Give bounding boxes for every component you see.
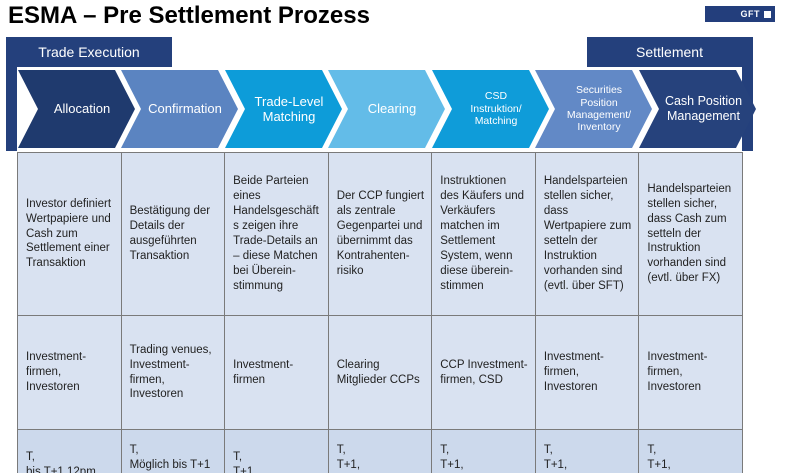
table-cell: Clearing Mitglieder CCPs (327, 315, 433, 430)
chevron-clearing-label: Clearing (367, 101, 417, 117)
phase-bar-trade-execution: Trade Execution (6, 37, 172, 67)
table-cell: T, T+1, T+2 (431, 429, 536, 473)
table-cell: Investment-firmen (224, 315, 329, 430)
chevron-csd-instruktion-matching: CSD Instruktion/ Matching (432, 70, 549, 148)
table-cell: T, T+1 (224, 429, 329, 473)
trade-execution-left-stripe (6, 37, 17, 151)
table-cell: Instruktionen des Käufers und Verkäufers… (431, 152, 536, 316)
gft-logo-text: GFT (740, 9, 760, 19)
chevron-csd-instruktion-matching-label: CSD Instruktion/ Matching (470, 90, 522, 128)
table-cell: Investment-firmen, Investoren (638, 315, 743, 430)
table-cell: Investment-firmen, Investoren (17, 315, 122, 430)
table-cell: T, T+1, T+2 (638, 429, 743, 473)
chevron-trade-level-matching-label: Trade-Level Matching (254, 93, 324, 124)
phase-bar-settlement: Settlement (587, 37, 752, 67)
table-cell: T, T+1, T+2 (534, 429, 640, 473)
table-cell: Trading venues, Investment-firmen, Inves… (120, 315, 226, 430)
table-cell: T, T+1, T+2 (327, 429, 433, 473)
chevron-confirmation-label: Confirmation (148, 101, 222, 117)
chevron-cash-position-management-label: Cash Position Management (664, 94, 743, 123)
table-cell: T, bis T+1 12pm (17, 429, 122, 473)
table-row-description: Investor definiert Wertpapiere und Cash … (17, 152, 743, 316)
phase-bar-settlement-label: Settlement (636, 44, 703, 60)
table-row-actors: Investment-firmen, Investoren Trading ve… (17, 315, 743, 430)
chevron-trade-level-matching: Trade-Level Matching (225, 70, 342, 148)
chevron-allocation-label: Allocation (53, 101, 111, 117)
chevron-clearing: Clearing (328, 70, 445, 148)
table-cell: Der CCP fungiert als zentrale Gegenparte… (327, 152, 433, 316)
gft-logo: GFT (705, 6, 775, 22)
chevron-cash-position-management: Cash Position Management (639, 70, 756, 148)
gft-logo-square-icon (764, 10, 771, 18)
chevron-allocation: Allocation (18, 70, 135, 148)
process-table: Investor definiert Wertpapiere und Cash … (17, 152, 743, 473)
table-cell: Beide Parteien eines Handelsgeschäfts ze… (224, 152, 329, 316)
chevron-confirmation: Confirmation (121, 70, 238, 148)
table-cell: Handelsparteien stellen sicher, dass Cas… (638, 152, 743, 316)
chevron-securities-position-management-label: Securities Position Management/ Inventor… (566, 84, 632, 134)
table-cell: T, Möglich bis T+1 12pm (120, 429, 226, 473)
table-cell: Handelsparteien stellen sicher, dass Wer… (534, 152, 640, 316)
table-cell: Investor definiert Wertpapiere und Cash … (17, 152, 122, 316)
table-cell: Bestätigung der Details der ausgeführten… (120, 152, 226, 316)
page-title: ESMA – Pre Settlement Prozess (8, 2, 370, 29)
table-cell: Investment-firmen, Investoren (534, 315, 640, 430)
table-row-timing: T, bis T+1 12pm T, Möglich bis T+1 12pm … (17, 429, 743, 473)
chevron-securities-position-management: Securities Position Management/ Inventor… (535, 70, 652, 148)
table-cell: CCP Investment-firmen, CSD (431, 315, 536, 430)
phase-bar-trade-execution-label: Trade Execution (38, 44, 140, 60)
